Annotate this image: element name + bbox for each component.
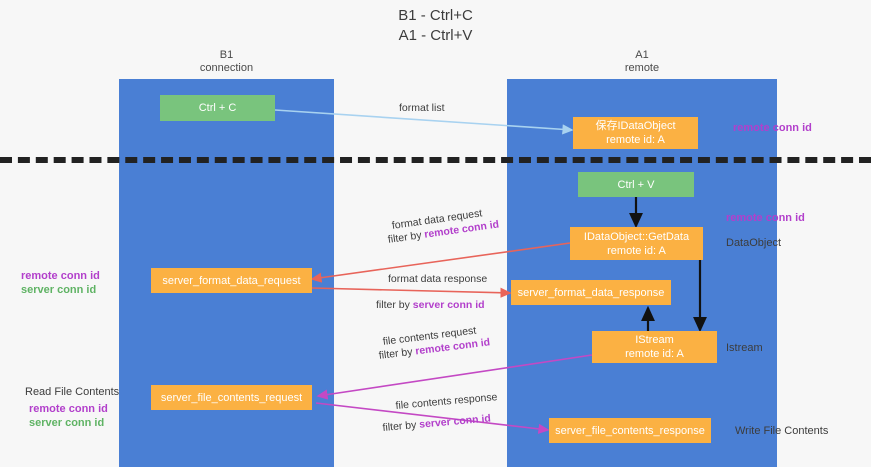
wire-format-data-response (311, 287, 512, 298)
node-getdata-line1: IDataObject::GetData (583, 230, 690, 243)
label-read-file-contents: Read File Contents (25, 386, 120, 398)
column-b1-name: B1 (219, 49, 234, 61)
title-line-2: A1 - Ctrl+V (398, 27, 473, 44)
label-remote-conn-id-top: remote conn id (733, 122, 812, 134)
node-save-idataobject-line1: 保存IDataObject (595, 120, 676, 132)
wirelabel-file-contents-response: file contents response (395, 391, 498, 412)
wirelabel-format-data-response: format data response (388, 273, 488, 285)
node-istream-line1: IStream (635, 334, 674, 346)
wirelabel-filter-server-1-key: server conn id (412, 299, 485, 311)
label-dataobject: DataObject (726, 237, 782, 249)
diagram-title: B1 - Ctrl+C A1 - Ctrl+V (0, 6, 871, 46)
column-header-a1: A1 remote (507, 49, 777, 75)
node-ctrl-v[interactable]: Ctrl + V (578, 172, 694, 197)
label-write-file-contents: Write File Contents (735, 425, 829, 437)
wirelabel-filter-server-1: filter by server conn id (376, 298, 485, 312)
column-a1-name: A1 (635, 49, 649, 61)
wirelabel-filter-remote-1-prefix: filter by (387, 228, 426, 246)
node-getdata-line2: remote id: A (607, 244, 666, 257)
column-a1-role: remote (624, 62, 660, 74)
node-server-file-contents-request[interactable]: server_file_contents_request (151, 385, 312, 410)
wirelabel-filter-server-1-prefix: filter by (376, 299, 413, 311)
node-server-format-data-response[interactable]: server_format_data_response (511, 280, 671, 305)
label-left-server-conn-id-2: server conn id (29, 417, 105, 429)
title-line-1: B1 - Ctrl+C (398, 7, 473, 24)
label-left-remote-conn-id: remote conn id (21, 270, 100, 282)
wirelabel-filter-server-2-prefix: filter by (382, 418, 420, 434)
node-save-idataobject[interactable]: 保存IDataObject remote id: A (573, 117, 698, 149)
node-save-idataobject-line2: remote id: A (606, 134, 665, 146)
column-header-b1: B1 connection (119, 49, 334, 75)
phase-divider (0, 157, 871, 163)
node-ctrl-c[interactable]: Ctrl + C (160, 95, 275, 121)
wirelabel-filter-server-2: filter by server conn id (382, 412, 491, 435)
node-server-file-contents-response[interactable]: server_file_contents_response (549, 418, 711, 443)
label-istream: Istream (726, 342, 763, 354)
node-istream[interactable]: IStream remote id: A (592, 331, 717, 363)
node-istream-line2: remote id: A (625, 348, 684, 360)
wirelabel-filter-server-2-key: server conn id (418, 412, 492, 431)
label-remote-conn-id-mid: remote conn id (726, 212, 805, 224)
wirelabel-filter-remote-2-prefix: filter by (378, 345, 417, 362)
label-left-server-conn-id: server conn id (21, 284, 97, 296)
label-left-remote-conn-id-2: remote conn id (29, 403, 108, 415)
node-idataobject-getdata[interactable]: IDataObject::GetData remote id: A (570, 227, 703, 260)
column-b1-role: connection (199, 62, 254, 74)
node-server-format-data-request[interactable]: server_format_data_request (151, 268, 312, 293)
wirelabel-format-list: format list (399, 102, 445, 114)
